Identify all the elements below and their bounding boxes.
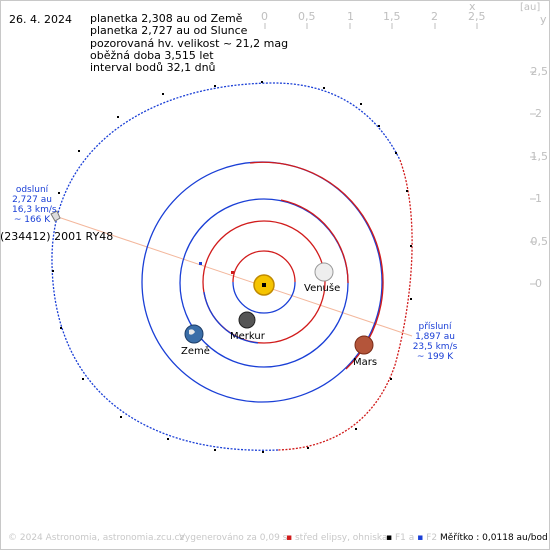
- date-label: 26. 4. 2024: [9, 13, 72, 26]
- footer-f1-text: F1: [394, 533, 406, 543]
- y-axis-label: y: [540, 13, 547, 26]
- asteroid-icon: [50, 210, 61, 222]
- mars-orbit-red: [249, 161, 384, 370]
- perihelion-temp: ~ 199 K: [416, 352, 454, 362]
- mercury-orbit-near: [232, 250, 296, 283]
- venus-icon: [314, 262, 334, 282]
- mercury-icon: [238, 311, 256, 329]
- y-tick-5: 0: [535, 277, 542, 290]
- footer-f1-legend: ▪ F1 a ▪ F2: [386, 533, 438, 543]
- x-tick-4: 2: [431, 10, 438, 23]
- aphelion-distance: 2,727 au: [12, 195, 52, 205]
- focus-f2-marker: [199, 262, 202, 265]
- y-tick-1: 2: [535, 107, 542, 120]
- asteroid-orbit-points: [52, 81, 412, 453]
- y-tick-0: 2,5: [530, 65, 549, 78]
- footer-center-text: střed elipsy, ohniska: [294, 533, 388, 543]
- x-tick-2: 1: [347, 10, 354, 23]
- footer-copyright: © 2024 Astronomia, astronomia.zcu.cz: [8, 533, 185, 543]
- y-tick-2: 1,5: [530, 150, 549, 163]
- venus-label: Venuše: [304, 283, 341, 294]
- aphelion-temp: ~ 166 K: [13, 215, 51, 225]
- mercury-label: Merkur: [230, 331, 265, 342]
- footer-a-text: a: [408, 533, 415, 543]
- earth-icon: [184, 324, 204, 344]
- y-tick-4: 0,5: [530, 235, 549, 248]
- x-tick-0: 0: [261, 10, 268, 23]
- x-axis-label: x: [469, 0, 476, 13]
- footer-generated: Vygenerováno za 0,09 s: [179, 533, 288, 543]
- x-tick-1: 0,5: [298, 10, 316, 23]
- mars-label: Mars: [353, 357, 378, 368]
- venus-orbit: [202, 220, 326, 344]
- axis-unit-label: [au]: [520, 2, 541, 13]
- earth-orbit-red: [280, 199, 349, 284]
- magnitude-text: pozorovaná hv. velikost ~ 21,2 mag: [90, 37, 289, 50]
- sun-distance-text: planetka 2,727 au od Slunce: [90, 24, 248, 37]
- earth-distance-text: planetka 2,308 au od Země: [90, 12, 243, 25]
- venus-orbit-blue: [203, 291, 259, 344]
- aphelion-info: odsluní 2,727 au 16,3 km/s ~ 166 K: [12, 185, 57, 225]
- ellipse-center-marker: [231, 271, 234, 274]
- footer-f2-text: F2: [426, 533, 438, 543]
- aphelion-title: odsluní: [15, 185, 49, 195]
- earth-label: Země: [181, 346, 210, 357]
- aphelion-speed: 16,3 km/s: [12, 205, 57, 215]
- asteroid-orbit-red: [277, 159, 413, 451]
- perihelion-distance: 1,897 au: [415, 332, 455, 342]
- y-tick-3: 1: [535, 192, 542, 205]
- asteroid-name: (234412) 2001 RY48: [0, 230, 114, 243]
- perihelion-info: přísluní 1,897 au 23,5 km/s ~ 199 K: [410, 322, 460, 362]
- perihelion-speed: 23,5 km/s: [412, 342, 458, 352]
- footer-center-legend: ▪ střed elipsy, ohniska: [286, 533, 388, 543]
- mars-icon: [354, 335, 374, 355]
- perihelion-title: přísluní: [418, 322, 452, 332]
- interval-text: interval bodů 32,1 dnů: [90, 61, 216, 74]
- x-tick-5: 2,5: [468, 10, 486, 23]
- mercury-orbit-far: [232, 281, 296, 314]
- x-tick-3: 1,5: [383, 10, 401, 23]
- footer-scale: Měřítko : 0,0118 au/bod: [440, 533, 548, 543]
- period-text: oběžná doba 3,515 let: [90, 49, 214, 62]
